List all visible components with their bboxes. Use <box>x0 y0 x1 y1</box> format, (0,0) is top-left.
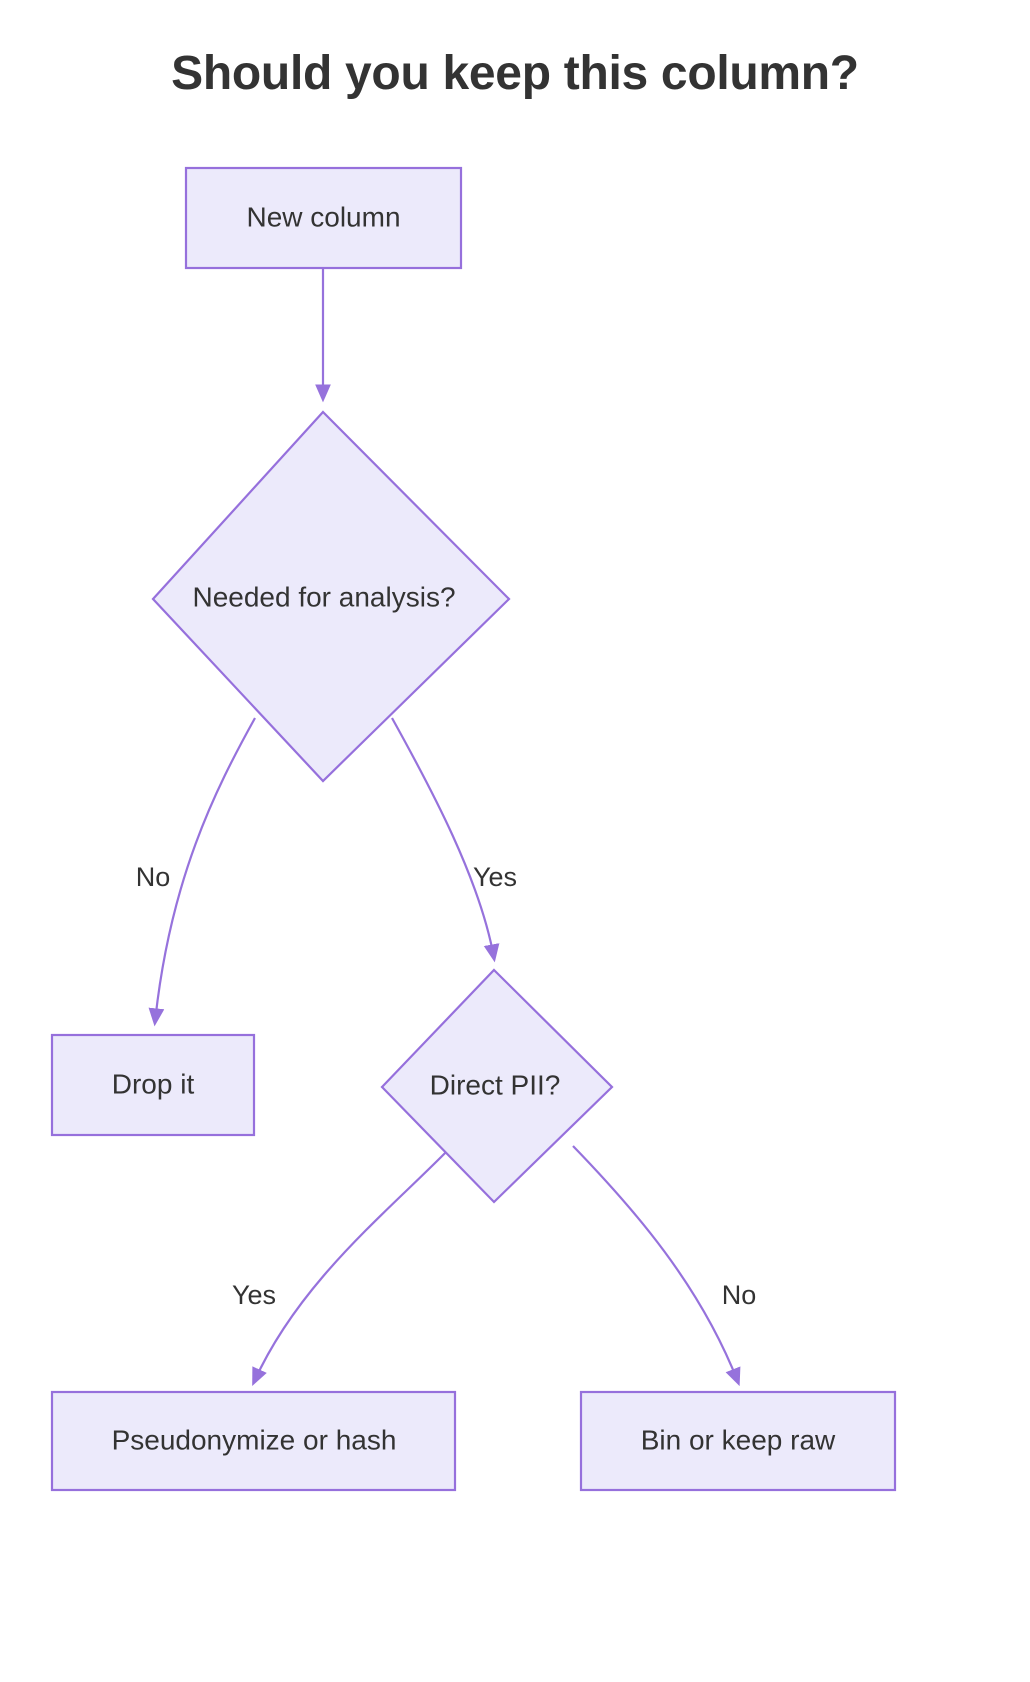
edge-label-pii-no: No <box>722 1280 757 1310</box>
node-needed-for-analysis-shape <box>151 410 511 783</box>
node-needed-for-analysis-label: Needed for analysis? <box>192 581 455 612</box>
node-new-column-shape <box>184 166 463 270</box>
edge-direct-pii-to-bin-or-keep <box>572 1145 741 1387</box>
node-bin-or-keep-shape <box>579 1390 897 1492</box>
node-pseudonymize-label: Pseudonymize or hash <box>112 1424 397 1455</box>
node-drop-it[interactable]: Drop it <box>50 1033 256 1137</box>
node-needed-for-analysis[interactable]: Needed for analysis? <box>151 410 511 783</box>
node-bin-or-keep[interactable]: Bin or keep raw <box>579 1390 897 1492</box>
node-direct-pii-label: Direct PII? <box>430 1069 561 1100</box>
edge-label-needed-yes: Yes <box>473 862 517 892</box>
edge-needed-to-drop-it <box>148 717 256 1027</box>
edge-direct-pii-to-pseudonymize <box>252 1145 453 1387</box>
node-direct-pii-shape <box>380 968 614 1204</box>
edge-label-pii-yes: Yes <box>232 1280 276 1310</box>
edge-label-needed-no: No <box>136 862 171 892</box>
node-direct-pii[interactable]: Direct PII? <box>380 968 614 1204</box>
node-new-column[interactable]: New column <box>184 166 463 270</box>
node-bin-or-keep-label: Bin or keep raw <box>641 1424 836 1455</box>
page-title: Should you keep this column? <box>171 47 859 100</box>
node-drop-it-shape <box>50 1033 256 1137</box>
node-new-column-label: New column <box>246 201 400 232</box>
edge-needed-to-direct-pii <box>391 717 500 963</box>
node-drop-it-label: Drop it <box>112 1068 195 1099</box>
node-pseudonymize[interactable]: Pseudonymize or hash <box>50 1390 457 1492</box>
node-pseudonymize-shape <box>50 1390 457 1492</box>
